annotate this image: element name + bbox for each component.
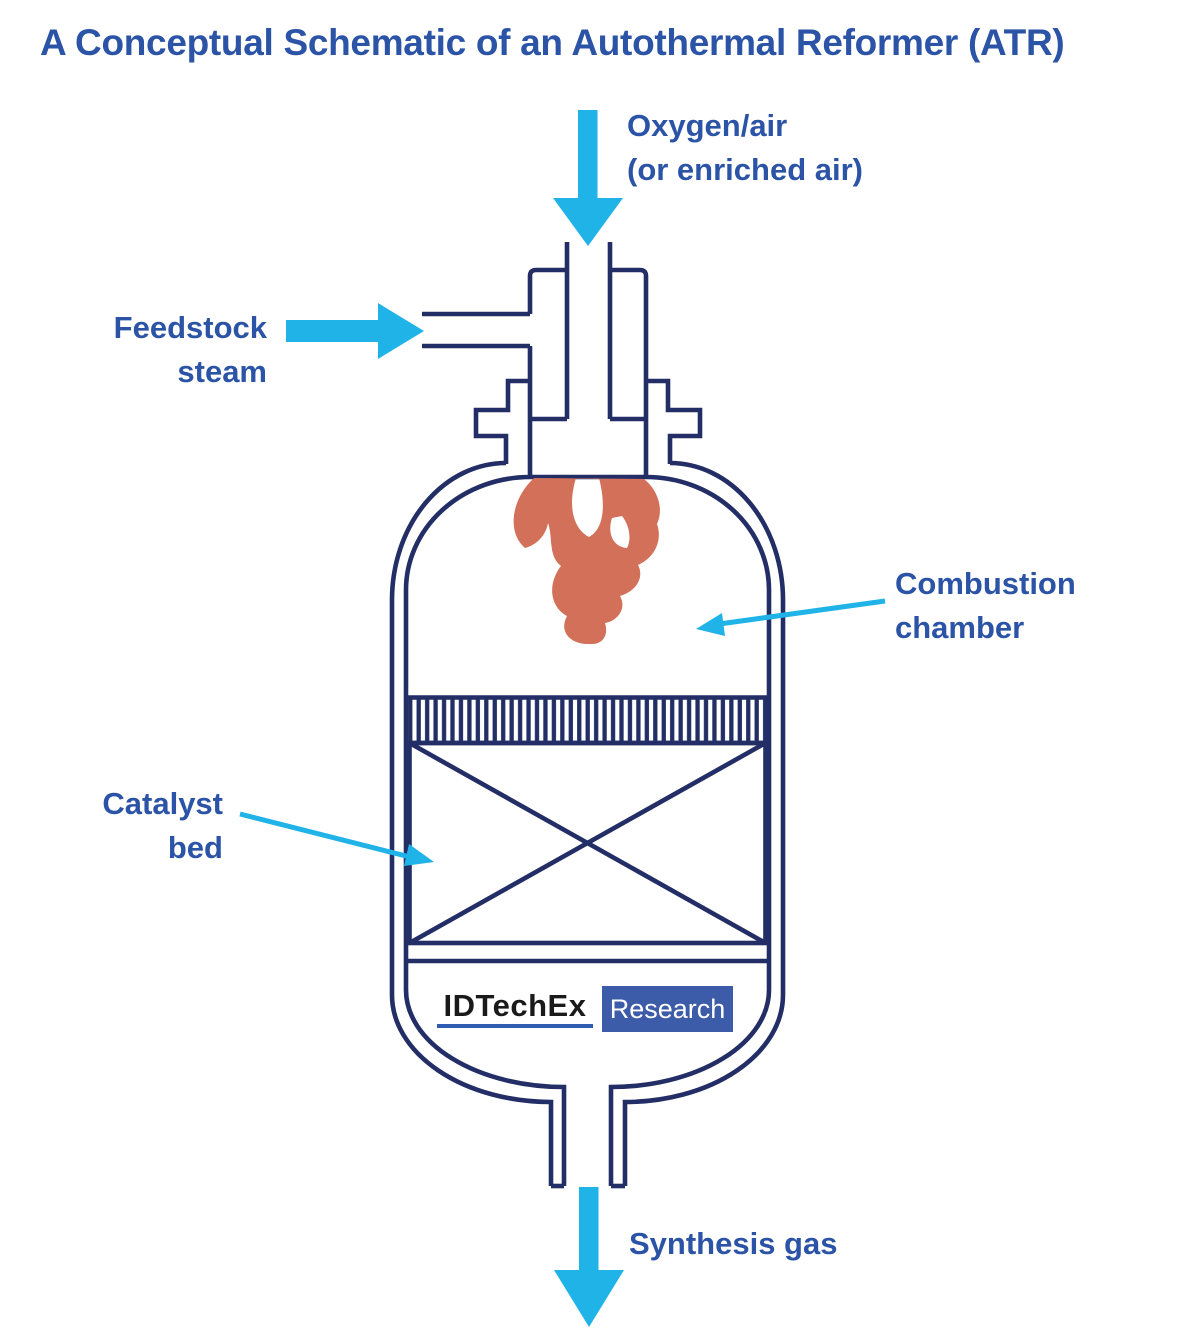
feedstock-inlet-arrow bbox=[286, 303, 424, 359]
oxygen-label-line2: (or enriched air) bbox=[627, 152, 863, 187]
burner-shell-right-wall bbox=[610, 267, 649, 477]
logo-research-text: Research bbox=[609, 993, 726, 1024]
vessel-outer-wall-right bbox=[622, 460, 786, 1186]
combustion-label-line1: Combustion bbox=[895, 566, 1076, 601]
synthesis-gas-label: Synthesis gas bbox=[629, 1222, 837, 1266]
oxygen-label-line1: Oxygen/air bbox=[627, 108, 788, 143]
catalyst-bed-label: Catalyst bed bbox=[60, 782, 223, 870]
syngas-outlet-arrow bbox=[554, 1187, 624, 1327]
catalyst-bed-box bbox=[407, 740, 768, 946]
combustion-label-line2: chamber bbox=[895, 610, 1025, 645]
down-arrow-head bbox=[553, 198, 623, 246]
pointer-arrow-head bbox=[696, 613, 725, 636]
combustion-pointer-arrow bbox=[696, 598, 886, 636]
page-title: A Conceptual Schematic of an Autothermal… bbox=[40, 22, 1065, 63]
burner-nozzle bbox=[422, 242, 703, 480]
flow-arrows bbox=[239, 110, 886, 1327]
feedstock-label-line2: steam bbox=[177, 354, 267, 389]
down-arrow-icon bbox=[579, 1187, 599, 1272]
feedstock-label: Feedstock steam bbox=[60, 306, 267, 394]
vessel-outer-wall-left bbox=[389, 460, 554, 1186]
pointer-arrow-head bbox=[404, 844, 434, 866]
pointer-arrow-icon bbox=[711, 598, 886, 628]
pointer-arrow-icon bbox=[239, 811, 415, 861]
vessel-shell bbox=[389, 460, 786, 1189]
right-arrow-head bbox=[378, 303, 424, 359]
nozzle-flange-left bbox=[473, 378, 530, 464]
logo-brand-text: IDTechEx bbox=[443, 988, 587, 1023]
catalyst-bed bbox=[406, 740, 769, 964]
oxygen-label: Oxygen/air (or enriched air) bbox=[627, 104, 863, 192]
oxygen-inlet-arrow bbox=[553, 110, 623, 246]
down-arrow-head bbox=[554, 1270, 624, 1327]
synthesis-gas-text: Synthesis gas bbox=[629, 1226, 838, 1261]
vessel-inner-wall-left bbox=[403, 474, 567, 1186]
vessel-inner-wall-right bbox=[608, 474, 772, 1186]
down-arrow-icon bbox=[578, 110, 598, 200]
catalyst-bed-diagonal-2 bbox=[408, 740, 767, 946]
combustion-chamber-label: Combustion chamber bbox=[895, 562, 1076, 650]
catalyst-label-line1: Catalyst bbox=[102, 786, 223, 821]
distributor-hatching bbox=[406, 699, 769, 742]
logo-research-badge: Research bbox=[602, 986, 733, 1032]
logo-underline bbox=[437, 1024, 593, 1028]
catalyst-label-line2: bed bbox=[167, 830, 223, 865]
flame-icon bbox=[513, 478, 660, 645]
feedstock-label-line1: Feedstock bbox=[113, 310, 267, 345]
burner-shell-top-left bbox=[527, 267, 567, 314]
nozzle-flange-right bbox=[646, 378, 703, 464]
distributor-band bbox=[406, 695, 769, 746]
catalyst-pointer-arrow bbox=[239, 811, 434, 866]
right-arrow-icon bbox=[286, 320, 382, 342]
